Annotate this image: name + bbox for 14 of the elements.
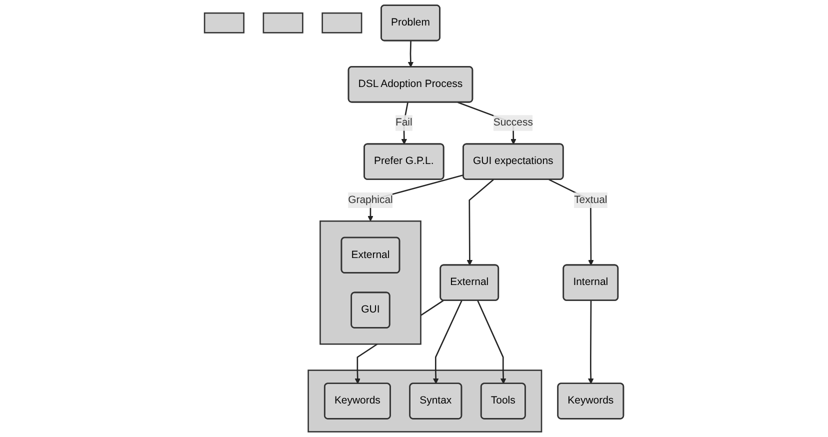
arrow: [432, 300, 462, 384]
node-box: [204, 12, 244, 34]
arrow: [408, 40, 414, 68]
arrow: [466, 179, 494, 266]
node-box: [322, 12, 362, 34]
edge-label: Success: [493, 117, 533, 128]
node-box: [262, 12, 304, 34]
edge-label: Fail: [395, 117, 412, 128]
edge-label: Textual: [574, 194, 608, 206]
arrow: [477, 300, 506, 384]
cluster: [308, 370, 542, 432]
cluster: [320, 220, 422, 345]
edge-label: Graphical: [348, 194, 393, 206]
arrow: [588, 300, 594, 384]
